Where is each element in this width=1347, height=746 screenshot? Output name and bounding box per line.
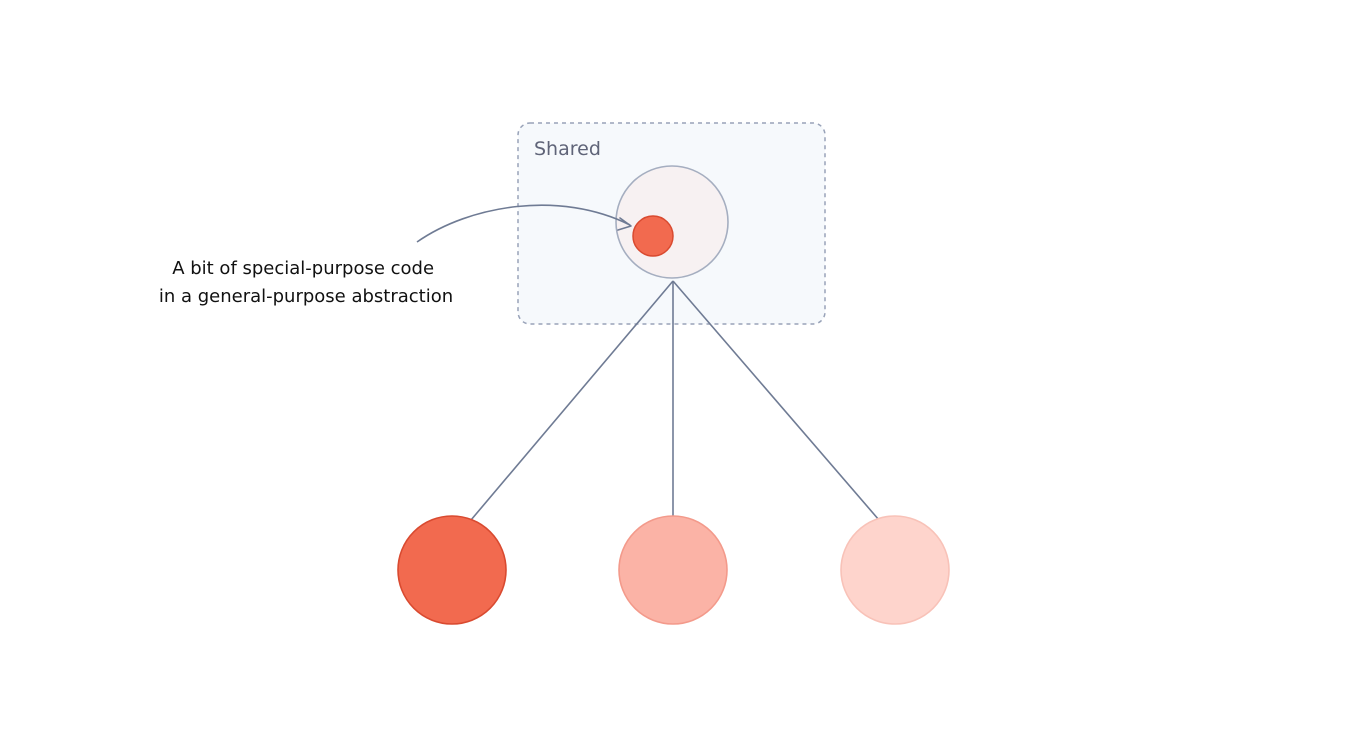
annotation-line-2: in a general-purpose abstraction <box>159 286 453 307</box>
annotation-arrowhead <box>617 217 632 231</box>
connector-to-consumer-3 <box>672 280 880 521</box>
consumer-node-2 <box>618 515 728 625</box>
shared-group-title: Shared <box>534 138 601 160</box>
connector-to-consumer-1 <box>470 280 674 521</box>
annotation-text: A bit of special-purpose code in a gener… <box>159 258 453 307</box>
consumer-node-1 <box>397 515 507 625</box>
special-purpose-code-node <box>632 215 674 257</box>
general-purpose-abstraction-node <box>615 165 729 279</box>
annotation-arrow <box>416 204 631 243</box>
annotation-line-1: A bit of special-purpose code <box>172 258 434 279</box>
consumer-node-3 <box>840 515 950 625</box>
